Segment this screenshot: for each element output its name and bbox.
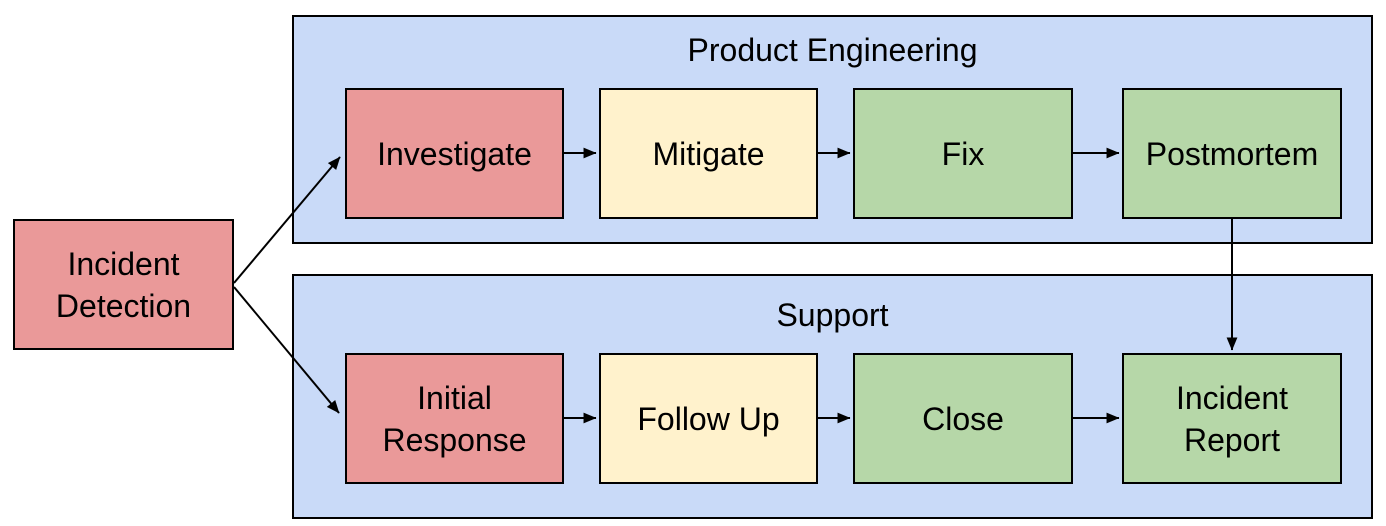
node-incident-report: Incident Report — [1122, 353, 1342, 484]
lane-title-product-engineering: Product Engineering — [687, 32, 978, 68]
node-incident-detection: Incident Detection — [13, 219, 234, 350]
node-initial-response: Initial Response — [345, 353, 564, 484]
node-postmortem: Postmortem — [1122, 88, 1342, 219]
node-follow-up: Follow Up — [599, 353, 818, 484]
node-mitigate: Mitigate — [599, 88, 818, 219]
node-fix: Fix — [853, 88, 1073, 219]
node-investigate: Investigate — [345, 88, 564, 219]
lane-title-support: Support — [776, 297, 889, 333]
node-close: Close — [853, 353, 1073, 484]
